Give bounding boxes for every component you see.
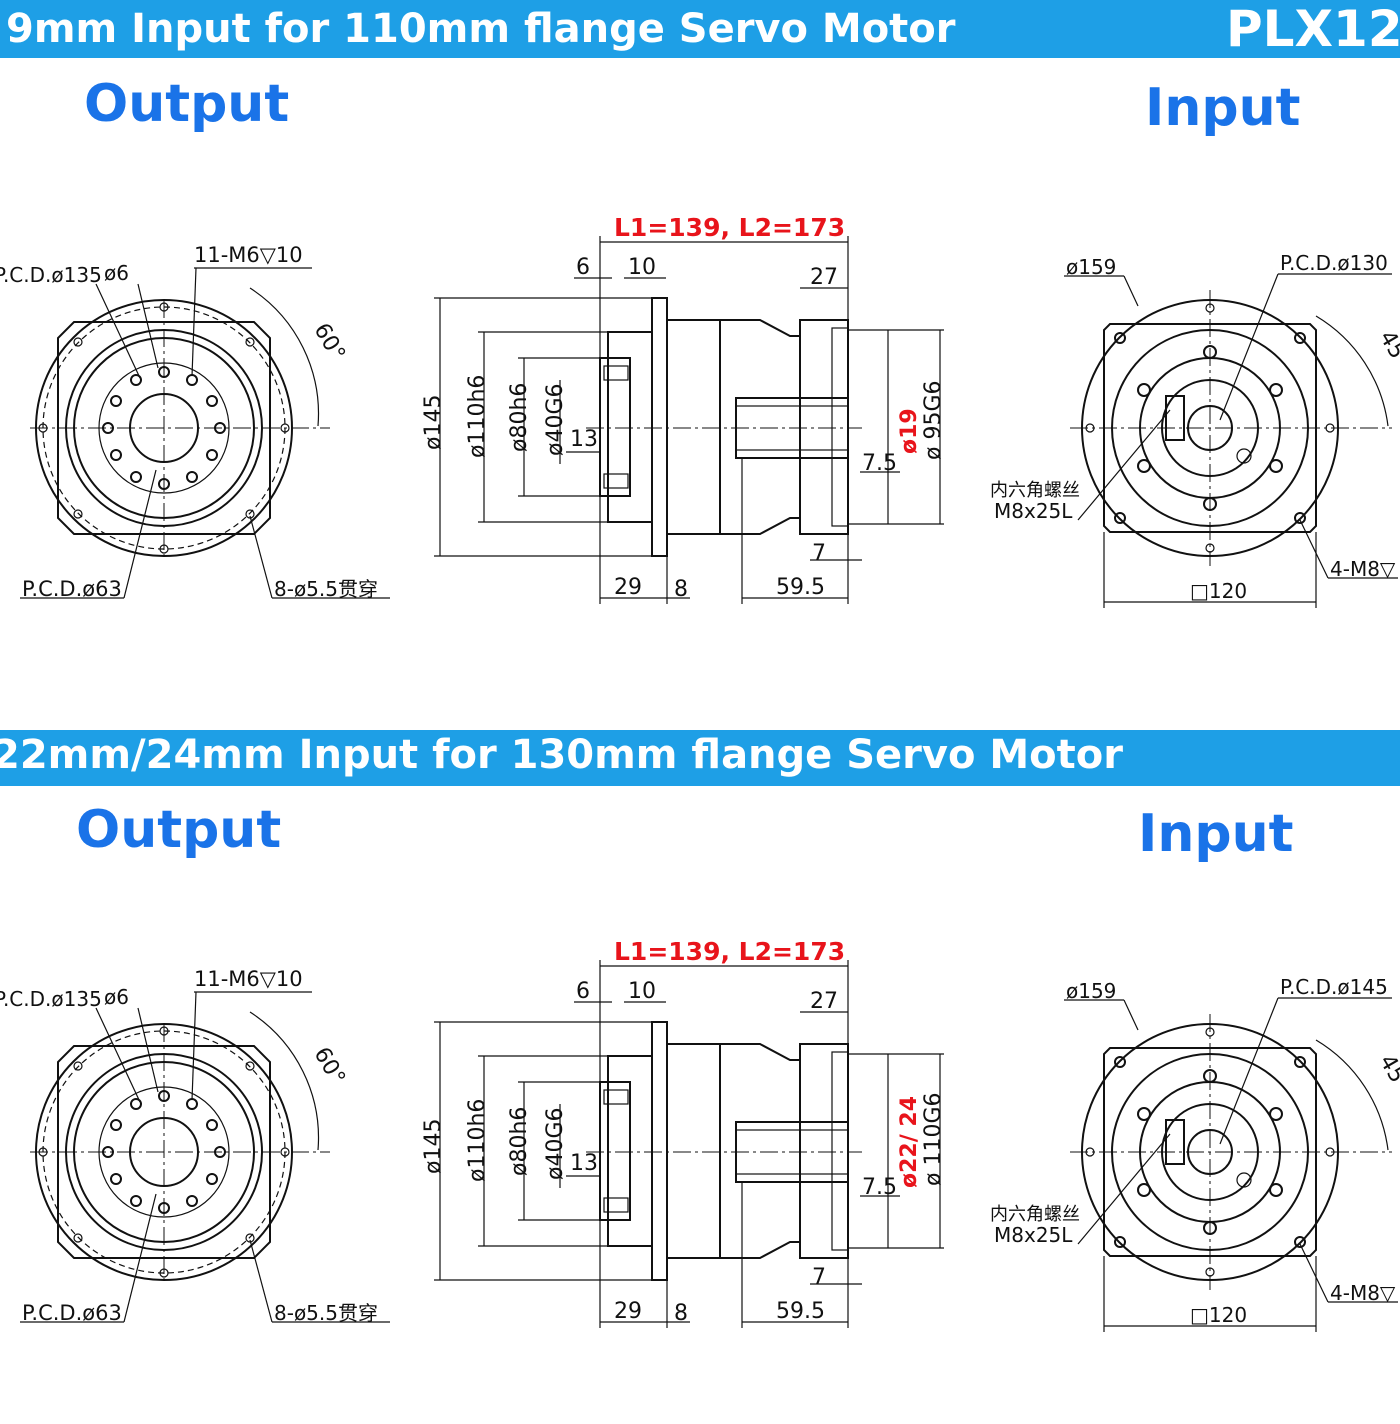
side-d27-label: 27 [810,265,838,290]
side-d59-5-label: 59.5 [776,575,825,600]
input-bolt-holes [1085,1027,1335,1277]
output-thru-holes-label: 8-ø5.5贯穿 [274,577,378,601]
side-length-label: L1=139, L2=173 [614,213,845,242]
section-1-input-heading: Input [1145,78,1301,138]
section-1-drawing: P.C.D.ø135 ø6 11-M6▽10 60° P.C.D.ø63 8-ø… [0,213,1400,608]
side-d10-label: 10 [628,255,656,280]
input-view: ø159 P.C.D.ø130 45° 内六角螺丝 M8x25L 4-M8▽ □… [990,251,1400,608]
side-d40-label: ø40G6 [543,384,568,457]
side-d7-label: 7 [812,541,826,566]
side-d10-label: 10 [628,979,656,1004]
input-view: ø159 P.C.D.ø145 45° 内六角螺丝 M8x25L 4-M8▽ □… [990,975,1400,1332]
input-screw-cn-label: 内六角螺丝 [990,1204,1080,1225]
output-view: P.C.D.ø135 ø6 11-M6▽10 60° P.C.D.ø63 8-ø… [0,243,390,601]
output-thru-holes-label: 8-ø5.5贯穿 [274,1301,378,1325]
output-bolt-holes [38,302,290,554]
side-d145-label: ø145 [421,1119,446,1174]
output-pcd-inner-label: P.C.D.ø63 [22,1301,122,1325]
side-d7-label: 7 [812,1265,826,1290]
side-pilot-label: ø 110G6 [921,1093,946,1187]
side-d13-label: 13 [570,427,598,452]
section-1-title: 9mm Input for 110mm flange Servo Motor [6,6,956,52]
model-name: PLX120 [1226,0,1400,58]
side-d29-label: 29 [614,575,642,600]
side-d7-5-label: 7.5 [862,1175,897,1200]
section-2-title: 22mm/24mm Input for 130mm flange Servo M… [0,732,1123,778]
side-d80-label: ø80h6 [507,1107,532,1176]
side-d145-label: ø145 [421,395,446,450]
side-d27-label: 27 [810,989,838,1014]
output-pcd-outer-label: P.C.D.ø135 [0,263,102,287]
side-d110-label: ø110h6 [465,375,490,458]
output-view: P.C.D.ø135 ø6 11-M6▽10 60° P.C.D.ø63 8-ø… [0,967,390,1325]
output-hole-dia-label: ø6 [104,985,129,1009]
input-angle-label: 45° [1374,327,1400,373]
section-2-banner: 22mm/24mm Input for 130mm flange Servo M… [0,730,1400,786]
side-view: L1=139, L2=173 6 10 27 ø145 ø110h6 ø80h6… [421,213,946,604]
input-tapped-label: 4-M8▽ [1330,557,1396,581]
input-tapped-label: 4-M8▽ [1330,1281,1396,1305]
input-angle-label: 45° [1374,1051,1400,1097]
output-angle-label: 60° [309,1043,350,1089]
input-screw-label: M8x25L [994,499,1073,523]
output-pcd-inner-label: P.C.D.ø63 [22,577,122,601]
input-square-label: □120 [1190,579,1247,603]
output-tapped-label: 11-M6▽10 [194,967,303,991]
output-hole-dia-label: ø6 [104,261,129,285]
side-length-label: L1=139, L2=173 [614,937,845,966]
side-d80-label: ø80h6 [507,383,532,452]
side-d6-label: 6 [576,979,590,1004]
input-flange-dia-label: ø159 [1066,255,1116,279]
side-d8-label: 8 [674,1301,688,1326]
input-bolt-holes [1085,303,1335,553]
input-flange-dia-label: ø159 [1066,979,1116,1003]
side-d6-label: 6 [576,255,590,280]
input-screw-cn-label: 内六角螺丝 [990,480,1080,501]
side-shaft-label: ø22/ 24 [897,1096,922,1188]
side-d110-label: ø110h6 [465,1099,490,1182]
output-tapped-label: 11-M6▽10 [194,243,303,267]
input-screw-label: M8x25L [994,1223,1073,1247]
input-square-label: □120 [1190,1303,1247,1327]
section-2-input-heading: Input [1138,804,1294,864]
input-pcd-label: P.C.D.ø130 [1280,251,1388,275]
section-1-output-heading: Output [84,74,290,134]
output-pcd-outer-label: P.C.D.ø135 [0,987,102,1011]
section-1-banner: 9mm Input for 110mm flange Servo Motor P… [0,0,1400,58]
side-d40-label: ø40G6 [543,1108,568,1181]
input-pcd-label: P.C.D.ø145 [1280,975,1388,999]
side-d7-5-label: 7.5 [862,451,897,476]
side-d13-label: 13 [570,1151,598,1176]
section-2-output-heading: Output [76,800,282,860]
side-view: L1=139, L2=173 6 10 27 ø145 ø110h6 ø80h6… [421,937,946,1328]
side-shaft-label: ø19 [897,408,922,454]
output-angle-label: 60° [309,319,350,365]
side-d29-label: 29 [614,1299,642,1324]
side-d59-5-label: 59.5 [776,1299,825,1324]
section-2-drawing: P.C.D.ø135 ø6 11-M6▽10 60° P.C.D.ø63 8-ø… [0,937,1400,1332]
side-d8-label: 8 [674,577,688,602]
side-pilot-label: ø 95G6 [921,381,946,461]
